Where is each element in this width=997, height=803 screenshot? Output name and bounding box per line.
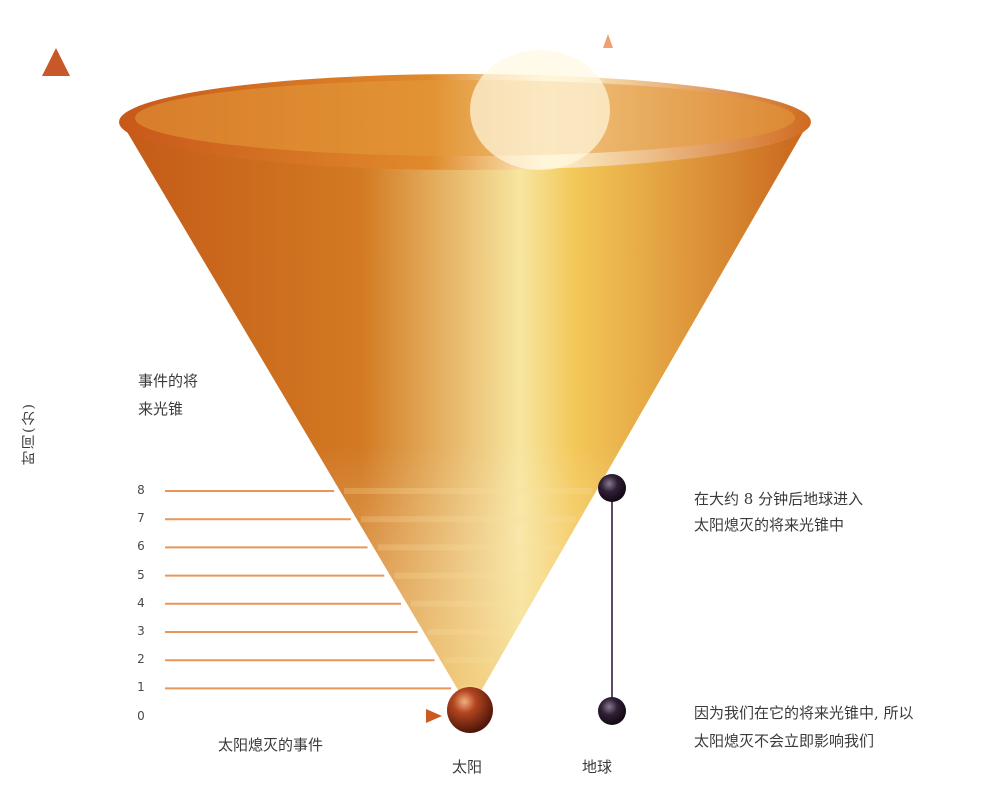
sun-event-arrowhead (426, 709, 442, 723)
time-tick-label: 3 (137, 624, 145, 638)
time-tick-label: 8 (137, 483, 145, 497)
time-tick-lines (165, 490, 452, 690)
time-tick-label: 4 (137, 595, 145, 610)
sun-label: 太阳 (452, 758, 483, 776)
time-tick-label: 1 (137, 680, 145, 695)
future-light-cone-fade (120, 120, 810, 710)
future-cone-label-line2: 来光锥 (138, 400, 184, 418)
time-axis-arrowhead (42, 48, 70, 76)
note-now-line1: 因为我们在它的将来光锥中, 所以 (694, 704, 914, 722)
earth-sphere-now (598, 697, 626, 725)
earth-axis-arrowhead (603, 34, 613, 48)
note-now-line2: 太阳熄灭不会立即影响我们 (694, 732, 875, 750)
cone-rim-inner (135, 80, 795, 156)
sun-event-label: 太阳熄灭的事件 (218, 736, 324, 754)
time-tick-label: 2 (137, 652, 145, 667)
future-cone-label-line1: 事件的将 (138, 372, 199, 390)
earth-label: 地球 (582, 758, 613, 776)
note-enter-line2: 太阳熄灭的将来光锥中 (694, 516, 845, 534)
time-axis-label: 时间(分) (21, 402, 37, 465)
time-tick-label: 5 (137, 567, 145, 582)
earth-sphere-future (598, 474, 626, 502)
sun-sphere (447, 687, 493, 733)
time-tick-label: 6 (137, 539, 145, 554)
time-tick-label: 0 (137, 708, 145, 723)
time-tick-label: 7 (137, 511, 145, 526)
note-enter-line1: 在大约 8 分钟后地球进入 (694, 490, 864, 508)
cone-rim-highlight (470, 50, 610, 170)
